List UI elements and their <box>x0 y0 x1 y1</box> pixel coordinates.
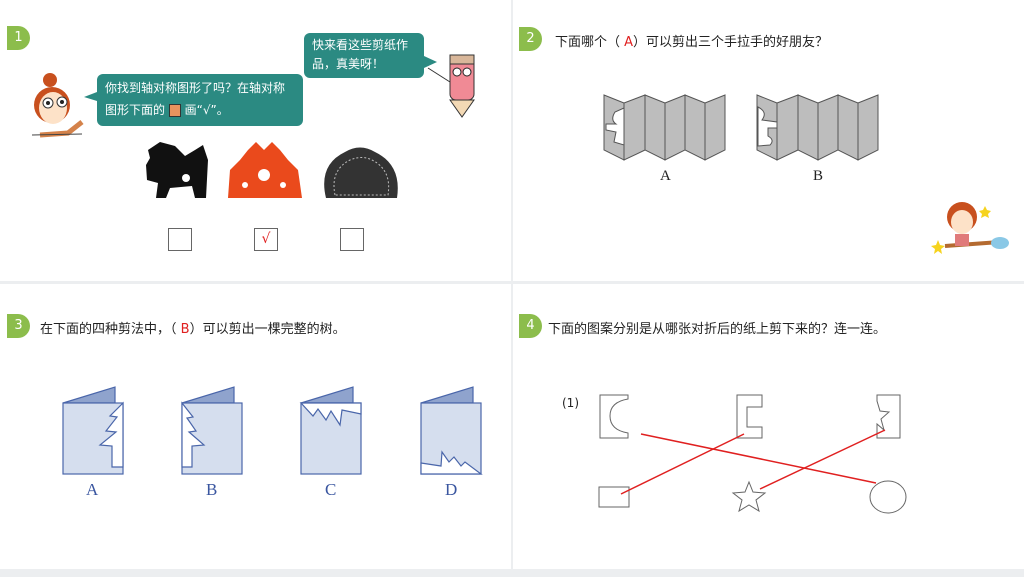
bubble-text: 你找到轴对称图形了吗？在轴对称图形下面的 <box>105 81 286 117</box>
answer-checkbox-3[interactable] <box>340 228 364 251</box>
answer-text: B <box>180 322 190 337</box>
card-option-a <box>62 386 124 475</box>
option-label-b: B <box>813 168 824 184</box>
option-label-c: C <box>325 480 337 499</box>
card-option-d <box>420 386 483 475</box>
speech-bubble-left: 你找到轴对称图形了吗？在轴对称图形下面的 画“√”。 <box>97 74 303 126</box>
question-text-part: ）可以剪出一棵完整的树。 <box>189 322 346 337</box>
folded-paper-rect-cut <box>736 394 763 439</box>
answer-text: A <box>624 35 634 50</box>
card-option-c <box>299 386 362 475</box>
question-number-badge: 3 <box>7 314 30 338</box>
option-label-a: A <box>660 168 671 184</box>
girl-character <box>31 73 84 138</box>
peach-papercut <box>324 147 398 198</box>
answer-lines <box>620 429 886 495</box>
option-label-b: B <box>206 480 218 499</box>
accordion-option-a <box>603 94 726 161</box>
option-label-a: A <box>86 480 99 499</box>
card-option-b <box>181 386 243 475</box>
answer-checkbox-2[interactable]: √ <box>254 228 278 251</box>
question-text: 下面的图案分别是从哪张对折后的纸上剪下来的？连一连。 <box>548 322 887 337</box>
question-4-panel <box>513 284 1024 569</box>
match-line-3 <box>759 429 886 490</box>
bubble-text-tail: 画“√”。 <box>184 103 229 117</box>
match-line-2 <box>620 433 745 495</box>
option-label-d: D <box>445 480 458 499</box>
question-number-badge: 1 <box>7 26 30 50</box>
question-number-badge: 4 <box>519 314 542 338</box>
circle-shape <box>869 480 907 514</box>
orange-box-icon <box>168 104 181 117</box>
dog-papercut <box>146 142 208 198</box>
speech-bubble-right: 快来看这些剪纸作品，真美呀！ <box>304 33 424 78</box>
answer-checkbox-1[interactable] <box>168 228 192 251</box>
question-text: 下面哪个（ A）可以剪出三个手拉手的好朋友？ <box>555 31 828 50</box>
question-text-part: 在下面的四种剪法中，（ <box>40 322 181 337</box>
folded-paper-semicircle-cut <box>599 394 629 439</box>
girl-on-broom-character <box>931 202 1009 254</box>
rectangle-shape <box>598 486 630 508</box>
pencil-character <box>427 54 475 118</box>
question-text: 在下面的四种剪法中，（ B）可以剪出一棵完整的树。 <box>40 318 346 337</box>
accordion-option-b <box>756 94 879 161</box>
question-number-badge: 2 <box>519 27 542 51</box>
sub-question-label: (1) <box>562 396 579 410</box>
question-text-part: ）可以剪出三个手拉手的好朋友？ <box>633 35 829 50</box>
star-shape <box>731 480 767 513</box>
match-line-1 <box>640 433 877 484</box>
question-text-part: 下面哪个（ <box>555 35 625 50</box>
rooster-papercut <box>228 142 302 198</box>
